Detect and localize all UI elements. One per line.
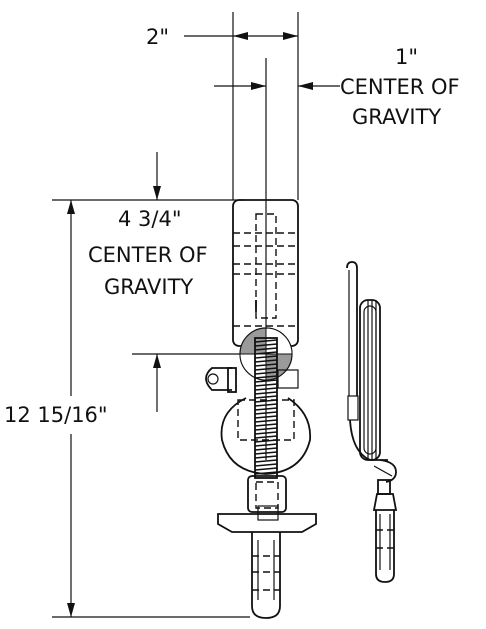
cg-vertical-dimension: 4 3/4" CENTER OF GRAVITY xyxy=(52,152,250,412)
cg-horizontal-value: 1" xyxy=(395,45,418,69)
cg-horizontal-line1: CENTER OF xyxy=(340,75,460,99)
overall-height-label: 12 15/16" xyxy=(4,403,108,427)
cg-vertical-line2: GRAVITY xyxy=(104,275,193,299)
width-label: 2" xyxy=(146,25,169,49)
cg-vertical-line1: CENTER OF xyxy=(88,243,208,267)
side-mount xyxy=(205,367,299,393)
coil-connector xyxy=(373,459,397,495)
cg-vertical-value: 4 3/4" xyxy=(118,207,182,231)
side-view-part xyxy=(346,261,398,583)
lower-clip xyxy=(372,493,398,583)
overall-height-dimension: 12 15/16" xyxy=(4,200,250,618)
coil-body xyxy=(349,299,388,461)
cg-horizontal-line2: GRAVITY xyxy=(352,105,441,129)
cg-horizontal-dimension: 1" CENTER OF GRAVITY xyxy=(214,45,460,460)
width-dimension: 2" xyxy=(146,12,299,200)
main-part-front-view xyxy=(205,199,317,619)
spring-coils xyxy=(254,339,278,475)
